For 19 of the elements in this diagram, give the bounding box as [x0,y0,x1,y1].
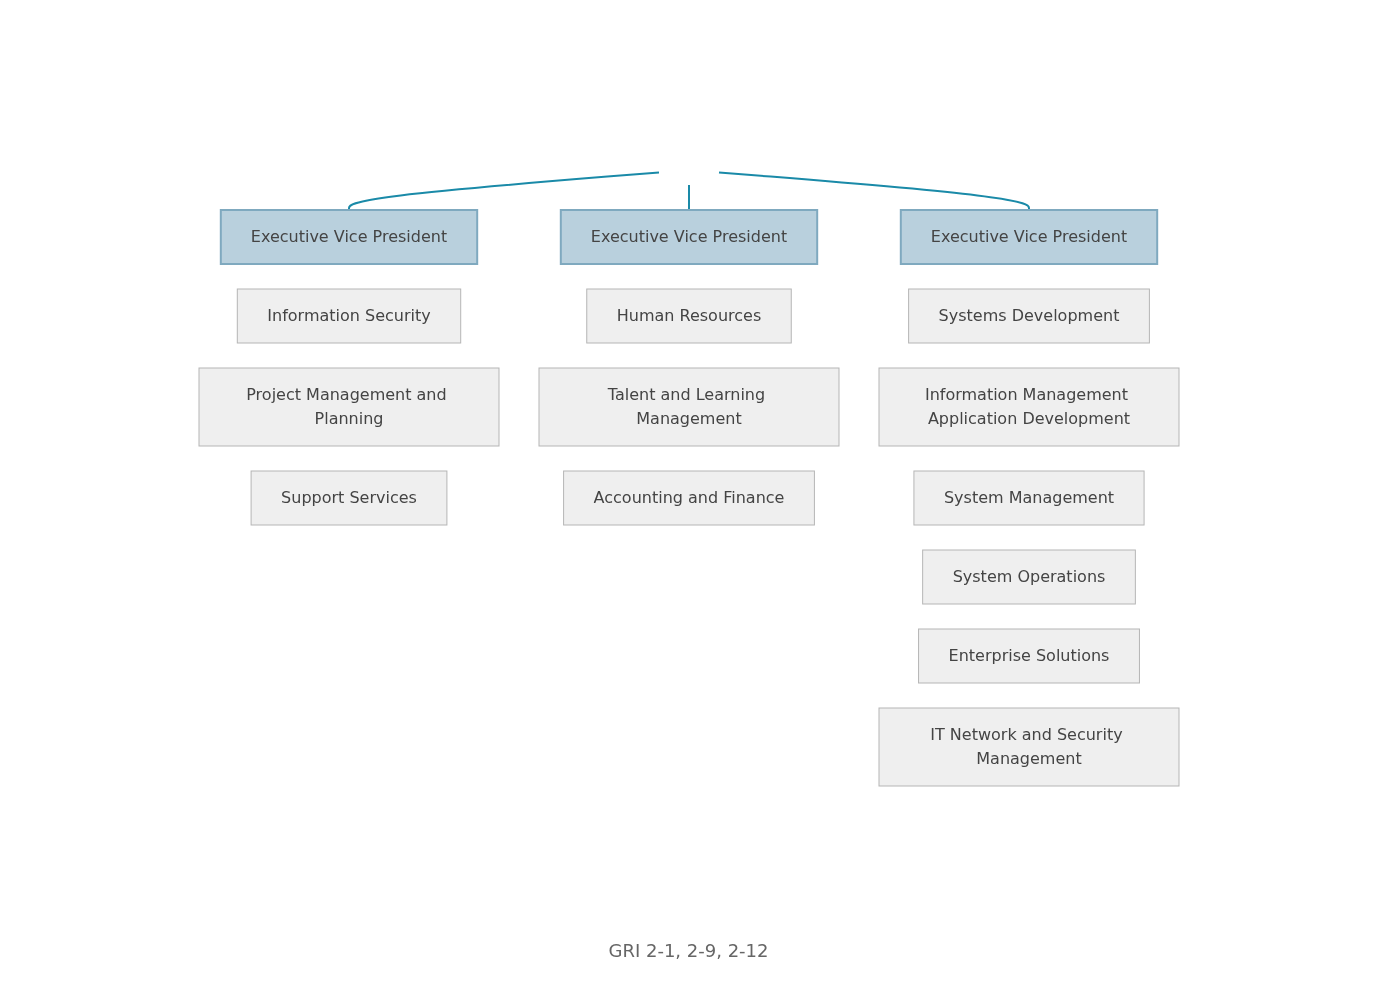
node-box: Executive Vice President [219,208,478,265]
node-box: Support Services [250,470,447,525]
node-box: Enterprise Solutions [917,628,1140,683]
node-box: Information Management Application Development [878,367,1179,446]
node-box: Systems Development [907,288,1150,343]
node-box: Talent and Learning Management [538,367,839,446]
node-box: IT Network and Security Management [878,707,1179,786]
node-box: Accounting and Finance [562,470,815,525]
node-box: System Operations [921,549,1136,604]
node-box: Human Resources [585,288,792,343]
node-box: Project Management and Planning [198,367,499,446]
reference-note: GRI 2-1, 2-9, 2-12 [607,940,770,961]
node-box: Executive Vice President [559,208,818,265]
node-box: System Management [912,470,1145,525]
node-box: Executive Vice President [899,208,1158,265]
connector [717,170,1030,211]
connector [347,170,660,211]
node-box: Information Security [236,288,461,343]
connector [687,183,690,211]
